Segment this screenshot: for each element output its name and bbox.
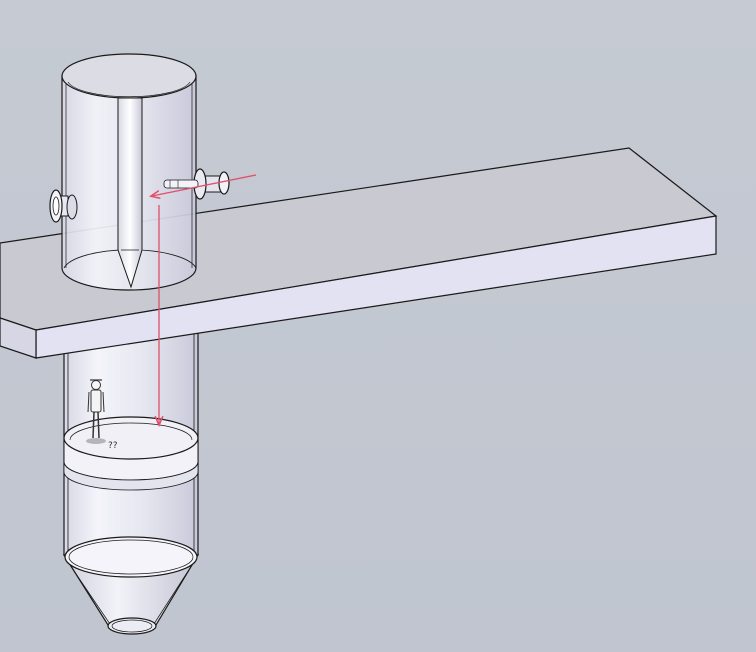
outlet-rim [107,617,157,635]
left-nozzle [49,189,78,223]
vessel-top-cap [61,53,197,99]
cone-top-rim [64,536,198,578]
arrow-icon [152,174,257,424]
platform-slab [0,147,718,359]
inlet-flow-arrow [152,174,257,196]
platform-side-face [0,317,37,359]
burner-insert [163,179,199,189]
central-lance [117,97,143,289]
internal-platform-disc [63,416,199,460]
lower-vessel [62,329,200,635]
person-scale-icon [86,379,106,444]
figure-label: ?? [108,441,118,451]
